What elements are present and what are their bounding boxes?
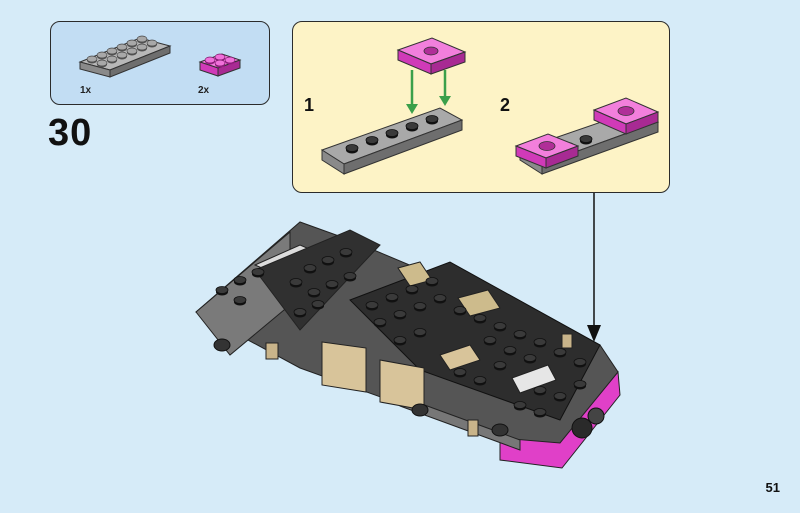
main-model-illustration xyxy=(195,221,621,469)
substep-1-label: 1 xyxy=(304,95,315,115)
part-qty-1: 1x xyxy=(80,85,92,96)
step-number: 30 xyxy=(48,112,93,154)
substep-2-illustration xyxy=(514,97,660,175)
part-gray-plate-icon xyxy=(78,35,172,78)
page-number: 51 xyxy=(765,480,780,495)
placement-arrow-icon xyxy=(587,193,601,342)
substep-1-illustration xyxy=(320,37,467,175)
part-magenta-plate-icon xyxy=(198,53,242,77)
substep-2-label: 2 xyxy=(500,95,511,115)
part-qty-2: 2x xyxy=(198,85,210,96)
